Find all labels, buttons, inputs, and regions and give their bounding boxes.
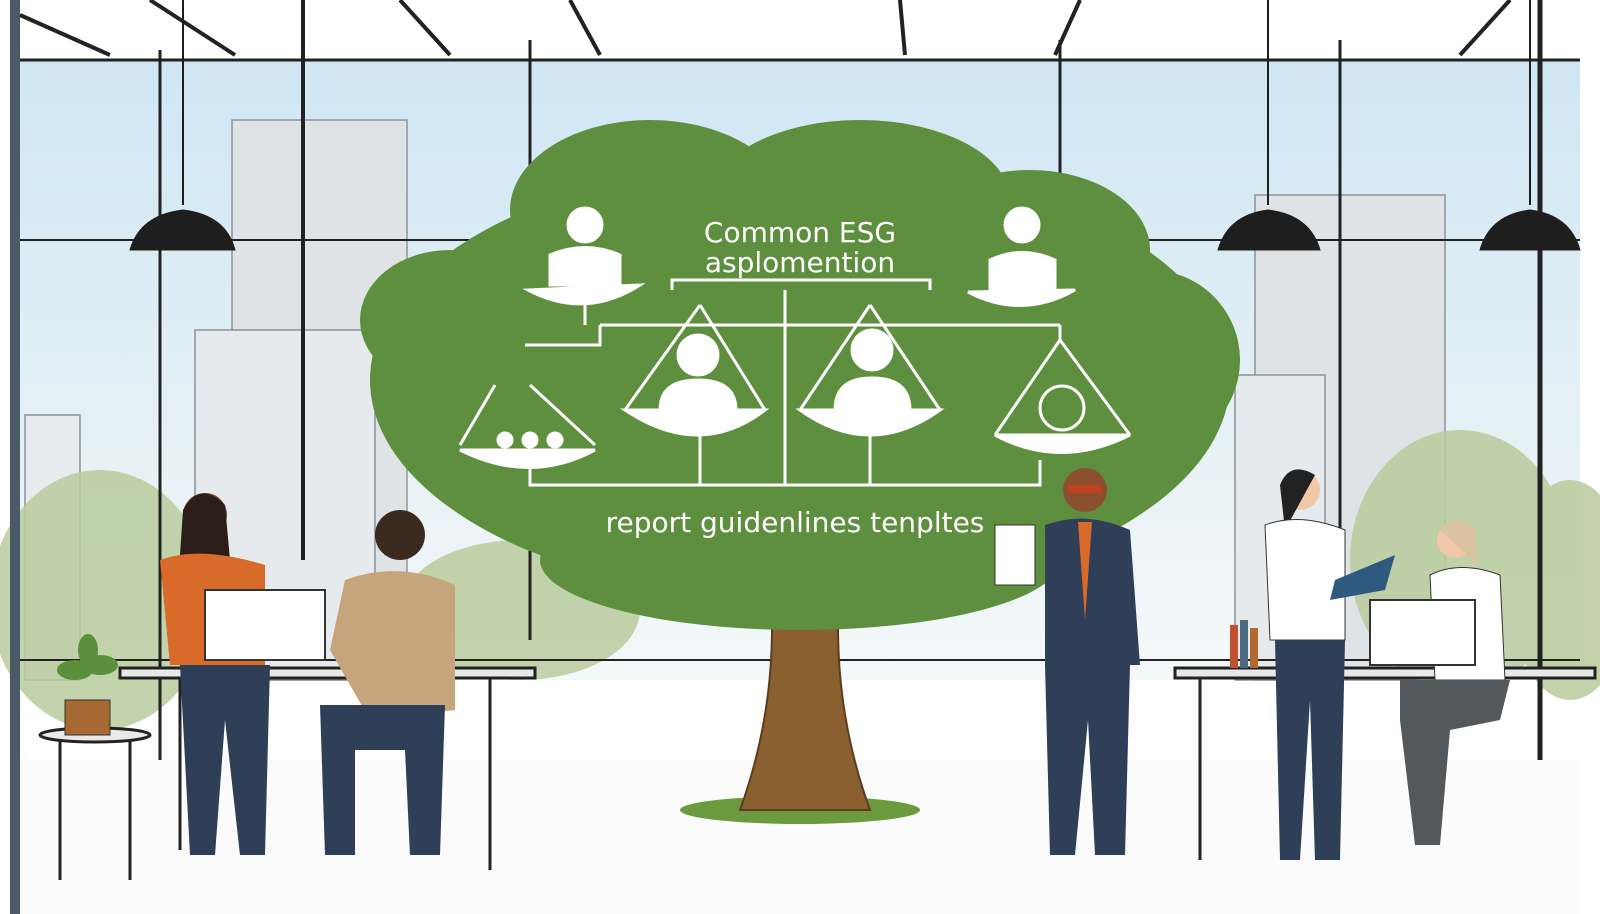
scale-globe-icon <box>993 339 1132 454</box>
window-frames <box>10 0 1580 914</box>
tree-title-line2: asplomention <box>705 246 895 279</box>
tree-caption: report guidenlines tenpltes <box>606 506 985 539</box>
person-icon <box>967 206 1076 307</box>
scale-icon <box>620 304 770 437</box>
scale-community-icon <box>458 383 597 469</box>
books <box>1230 620 1258 668</box>
tree-title-line1: Common ESG <box>704 216 896 249</box>
potted-plant <box>57 634 118 736</box>
pendant-lamps <box>129 0 1581 251</box>
laptop <box>204 589 326 661</box>
person-man-beige <box>320 510 455 855</box>
scale-icon <box>795 304 945 437</box>
esg-diagram <box>458 206 1132 487</box>
person-icon <box>522 206 646 325</box>
person-man-suit <box>994 468 1140 855</box>
person-woman-laptop <box>1369 520 1510 845</box>
person-woman-tablet <box>1264 469 1395 860</box>
